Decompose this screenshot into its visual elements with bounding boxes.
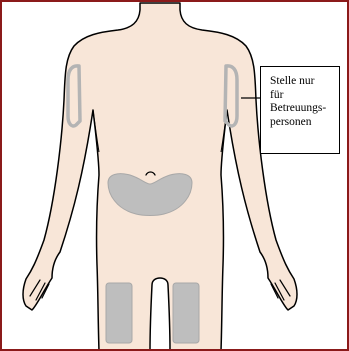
caregiver-only-callout: Stelle nur für Betreuungs- personen [260, 66, 340, 154]
callout-line-3: Betreuungs- [270, 102, 339, 116]
right-thigh-injection-site [106, 283, 132, 343]
hand-details [30, 280, 290, 300]
callout-line-2: für [270, 89, 339, 103]
callout-line-1: Stelle nur [270, 75, 339, 89]
callout-line-4: personen [270, 116, 339, 130]
body-silhouette [23, 3, 297, 351]
left-thigh-injection-site [173, 283, 199, 343]
